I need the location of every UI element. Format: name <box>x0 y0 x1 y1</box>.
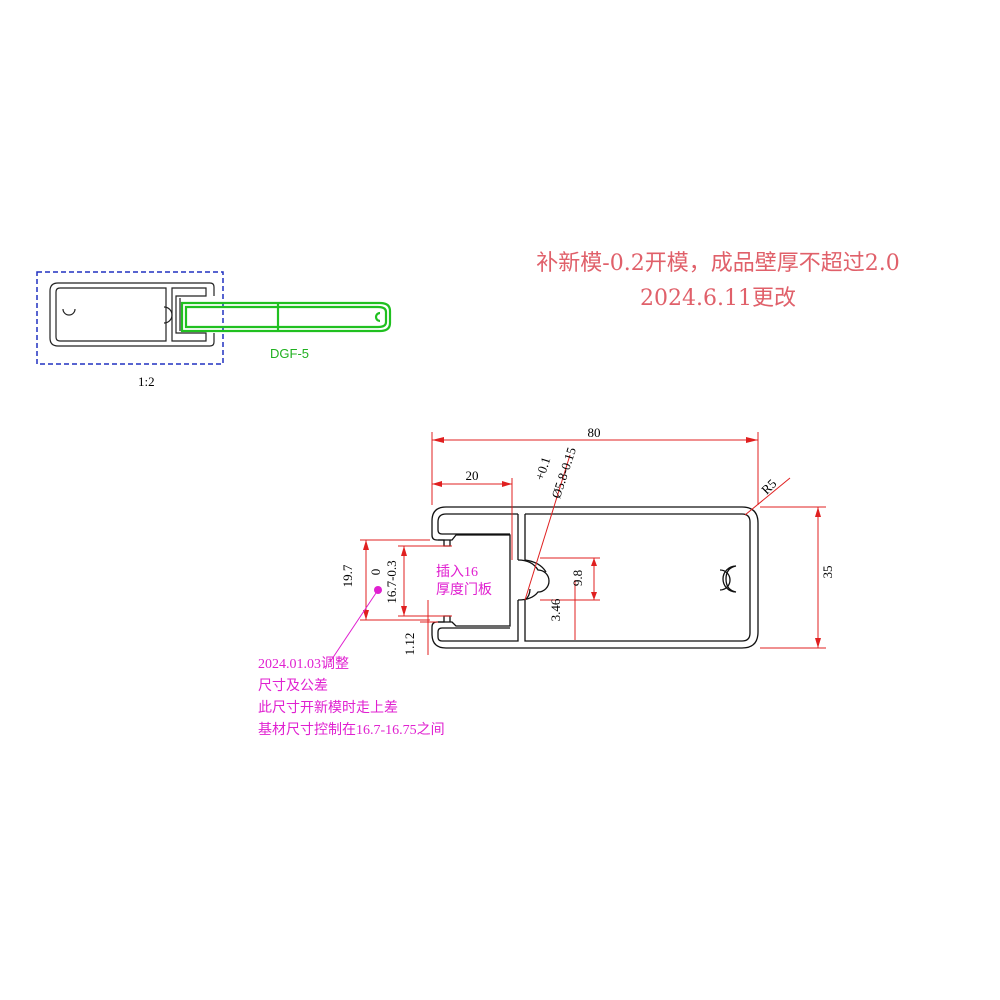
dim-height: 35 <box>820 566 835 579</box>
main-profile <box>431 506 759 649</box>
dimension-arrows <box>363 437 821 648</box>
adjust-leader <box>329 589 379 663</box>
revision-note-line2: 2024.6.11更改 <box>640 286 796 311</box>
thumbnail-profile <box>49 282 215 347</box>
dim-center-span: 9.8 <box>570 570 585 586</box>
insert-note-line2: 厚度门板 <box>436 582 492 598</box>
adjust-note-line4: 基材尺寸控制在16.7-16.75之间 <box>258 721 445 738</box>
mating-part-dgf5 <box>180 301 392 333</box>
thumbnail-assembly: DGF-5 1:2 <box>36 271 392 389</box>
mating-part-label: DGF-5 <box>270 346 309 361</box>
dim-corner-radius: R5 <box>758 476 779 497</box>
dim-left-slot-width: 20 <box>466 468 479 483</box>
revision-note-line1: 补新模-0.2开模，成品壁厚不超过2.0 <box>536 251 899 276</box>
dimension-lines <box>360 432 826 655</box>
adjust-note-line1: 2024.01.03调整 <box>258 656 349 672</box>
thumbnail-frame <box>36 271 224 365</box>
scale-label: 1:2 <box>138 374 155 389</box>
dim-hole-tol-upper: +0.1 <box>532 455 554 482</box>
dim-small-step: 1.12 <box>402 633 417 656</box>
dim-center-offset: 3.46 <box>548 598 563 621</box>
dim-gap-size: 16.7-0.3 <box>384 560 399 603</box>
dim-overall-width: 80 <box>588 425 601 440</box>
adjust-note-line2: 尺寸及公差 <box>258 678 328 694</box>
dim-hole-diameter: Ø5.8-0.15 <box>548 445 579 500</box>
adjust-note-line3: 此尺寸开新模时走上差 <box>258 700 398 716</box>
dim-left-height: 19.7 <box>340 564 355 587</box>
dim-gap-tol: 0 <box>368 569 383 576</box>
insert-note-line1: 插入16 <box>436 564 478 580</box>
